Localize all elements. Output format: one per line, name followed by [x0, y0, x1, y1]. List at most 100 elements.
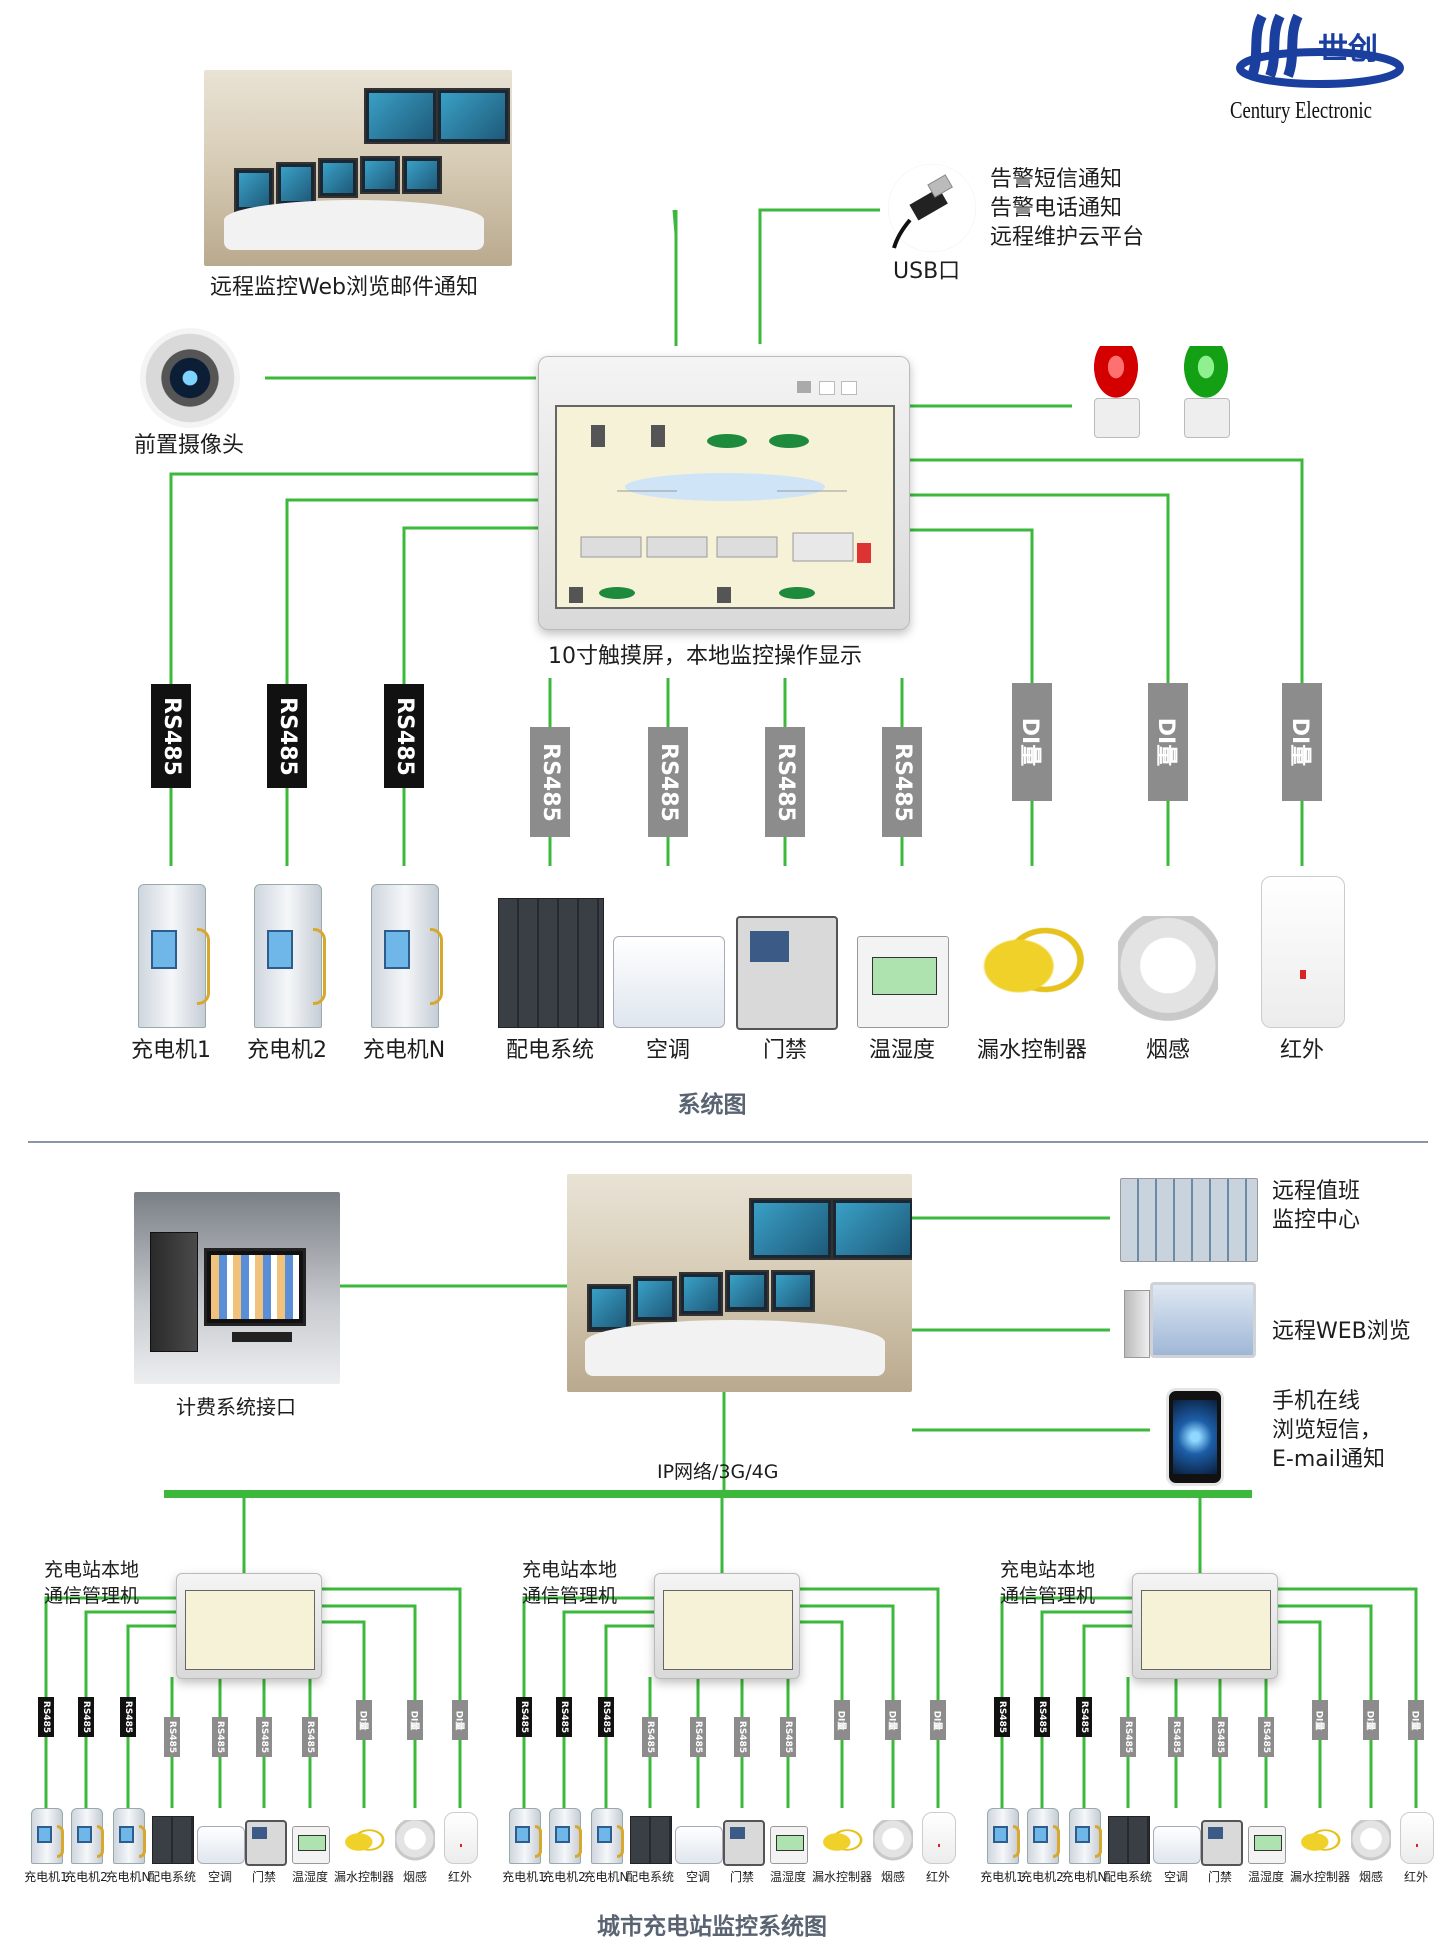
bus-tag-7: DI量 — [1012, 683, 1052, 801]
bus-tag-6: RS485 — [882, 727, 922, 837]
smoke-detector-icon — [395, 1820, 435, 1862]
station-bus-tag-label: RS485 — [167, 1720, 178, 1754]
bus-tag-label: RS485 — [655, 742, 681, 822]
station-bus-tag: DI量 — [452, 1700, 468, 1740]
station-bus-tag: RS485 — [120, 1697, 136, 1737]
station-comm-manager — [1132, 1573, 1278, 1679]
charger-2-icon — [71, 1808, 105, 1864]
infrared-detector-icon — [1261, 876, 1345, 1028]
station-comm-manager — [176, 1573, 322, 1679]
power-distribution-icon — [152, 1816, 194, 1864]
charger-n-icon — [371, 884, 444, 1028]
station-bus-tag: RS485 — [1168, 1717, 1184, 1757]
station-bus-tag: DI量 — [1312, 1700, 1328, 1740]
leak-controller-icon — [1294, 1822, 1346, 1862]
charger-2-icon — [1027, 1808, 1061, 1864]
wire — [1276, 1604, 1373, 1808]
station-bus-tag: RS485 — [734, 1717, 750, 1757]
station-label-line: 通信管理机 — [1000, 1585, 1096, 1607]
device-label: 温湿度 — [868, 1038, 936, 1063]
system-caption: 系统图 — [677, 1092, 747, 1118]
city-caption: 城市充电站监控系统图 — [597, 1914, 827, 1940]
wire — [1000, 1596, 1132, 1808]
air-conditioner-icon — [613, 936, 725, 1028]
green-alarm-lamp-icon — [1178, 346, 1234, 406]
station-bus-tag: RS485 — [1120, 1717, 1136, 1757]
station-display — [663, 1590, 793, 1670]
station-device-label: 漏水控制器 — [333, 1870, 395, 1884]
station-device-label: 空调 — [685, 1870, 711, 1884]
bus-tag-label: RS485 — [772, 742, 798, 822]
touchscreen-display — [555, 405, 895, 609]
leak-controller-icon — [966, 906, 1098, 1026]
station-bus-tag: RS485 — [690, 1717, 706, 1757]
station-bus-tag: RS485 — [38, 1697, 54, 1737]
station-display — [185, 1590, 315, 1670]
station-bus-tag-label: RS485 — [1261, 1720, 1272, 1754]
alert-cloud: 远程维护云平台 — [990, 225, 1145, 250]
station-bus-tag: RS485 — [516, 1697, 532, 1737]
duty-center-photo — [1120, 1178, 1258, 1262]
station-bus-tag: RS485 — [78, 1697, 94, 1737]
charger-1-icon — [509, 1808, 543, 1864]
station-label-line: 通信管理机 — [44, 1585, 140, 1607]
station-device-label: 配电系统 — [1103, 1870, 1153, 1884]
station-bus-tag: RS485 — [1212, 1717, 1228, 1757]
station-bus-tag-label: RS485 — [41, 1700, 52, 1734]
remote-web-label: 远程监控Web浏览邮件通知 — [210, 275, 478, 300]
air-conditioner-icon — [197, 1826, 245, 1864]
bus-tag-9: DI量 — [1282, 683, 1322, 801]
station-bus-tag-label: RS485 — [645, 1720, 656, 1754]
device-label: 红外 — [1279, 1038, 1325, 1063]
station-device-label: 漏水控制器 — [811, 1870, 873, 1884]
station-device-label: 烟感 — [402, 1870, 428, 1884]
station-label-line: 充电站本地 — [1000, 1559, 1096, 1581]
power-distribution-icon — [630, 1816, 672, 1864]
charger-1-icon — [31, 1808, 65, 1864]
station-device-label: 红外 — [1403, 1870, 1429, 1884]
mobile-line1: 手机在线 — [1272, 1389, 1361, 1414]
station-device-label: 充电机N — [105, 1870, 151, 1884]
duty-center-line2: 监控中心 — [1272, 1208, 1361, 1233]
station-bus-tag-label: RS485 — [81, 1700, 92, 1734]
control-room-photo — [204, 70, 512, 266]
bus-tag-3: RS485 — [530, 727, 570, 837]
wire — [320, 1620, 366, 1808]
touchscreen-label: 10寸触摸屏，本地监控操作显示 — [548, 644, 862, 669]
brand-logo: 世创 Century Electronic — [1222, 6, 1418, 136]
section-divider — [28, 1141, 1428, 1143]
station-bus-tag: DI量 — [356, 1700, 372, 1740]
access-control-icon — [736, 916, 838, 1030]
access-control-icon — [723, 1820, 765, 1866]
station-device-label: 红外 — [925, 1870, 951, 1884]
station-label-line: 充电站本地 — [522, 1559, 618, 1581]
station-bus-tag-label: RS485 — [1037, 1700, 1048, 1734]
usb-label: USB口 — [893, 259, 961, 284]
station-bus-tag-label: RS485 — [601, 1700, 612, 1734]
station-bus-tag: RS485 — [212, 1717, 228, 1757]
station-bus-tag-label: RS485 — [559, 1700, 570, 1734]
bus-tag-label: DI量 — [1017, 717, 1043, 767]
station-bus-tag-label: RS485 — [783, 1720, 794, 1754]
charger-n-icon — [113, 1808, 147, 1864]
wire — [84, 1610, 176, 1808]
station-bus-tag-label: RS485 — [123, 1700, 134, 1734]
smoke-detector-icon — [1351, 1820, 1391, 1862]
station-comm-manager — [654, 1573, 800, 1679]
wire-charger-2 — [285, 498, 538, 866]
bus-tag-label: DI量 — [1153, 717, 1179, 767]
station-bus-tag-label: DI量 — [1409, 1710, 1420, 1730]
station-bus-tag: RS485 — [780, 1717, 796, 1757]
wire — [798, 1620, 844, 1808]
wire-usb — [758, 208, 880, 344]
station-bus-tag-label: DI量 — [1313, 1710, 1324, 1730]
station-bus-tag-label: RS485 — [1123, 1720, 1134, 1754]
bus-tag-4: RS485 — [648, 727, 688, 837]
temp-humidity-icon — [770, 1826, 808, 1864]
device-label: 充电机2 — [247, 1038, 327, 1063]
bus-tag-label: RS485 — [889, 742, 915, 822]
wire — [522, 1596, 654, 1808]
station-bus-tag: RS485 — [164, 1717, 180, 1757]
billing-system-photo — [134, 1192, 340, 1384]
